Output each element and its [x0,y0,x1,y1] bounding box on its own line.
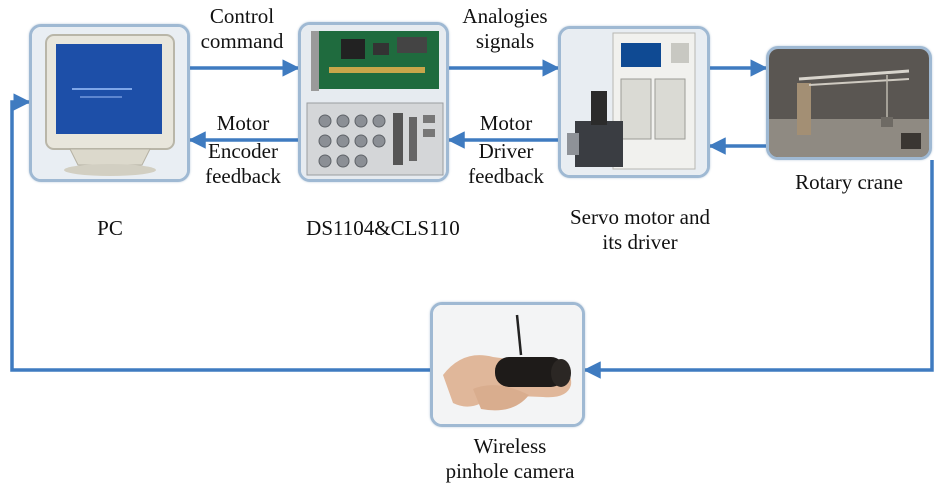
camera-label-line2: pinhole camera [445,459,575,483]
camera-label-line1: Wireless [473,434,547,458]
motor-driver-line1: Motor [479,111,533,135]
motor-encoder-line2: Encoder [208,139,278,163]
servo-motor-label: Servo motor and its driver [540,205,740,255]
control-command-line1: Control [209,4,275,28]
motor-driver-line3: feedback [468,164,544,188]
control-command-label: Control command [186,4,298,54]
motor-driver-feedback-label: Motor Driver feedback [452,111,560,189]
motor-driver-line2: Driver [478,139,534,163]
pc-block [29,24,190,182]
analogies-signals-label: Analogies signals [445,4,565,54]
ds1104-cls110-block [298,22,449,182]
analogies-signals-line2: signals [475,29,535,53]
servo-motor-label-line1: Servo motor and [570,205,710,229]
camera-label: Wireless pinhole camera [420,434,600,484]
servo-driver-icon [561,29,707,175]
analogies-signals-line1: Analogies [462,4,548,28]
ds1104-cls110-label: DS1104&CLS110 [306,216,460,240]
controller-board-icon [301,25,446,179]
pinhole-camera-photo [433,305,582,424]
rotary-crane-label: Rotary crane [795,170,903,194]
arrow-camera-to-pc [10,93,430,372]
arrow-crane-to-camera [583,160,934,379]
motor-encoder-line1: Motor [216,111,270,135]
pc-label: PC [97,216,123,240]
computer-monitor-icon [32,27,187,179]
servo-motor-label-line2: its driver [602,230,678,254]
servo-motor-block [558,26,710,178]
motor-encoder-feedback-label: Motor Encoder feedback [190,111,296,189]
rotary-crane-block [766,46,932,160]
camera-block [430,302,585,427]
control-command-line2: command [200,29,284,53]
rotary-crane-photo [769,49,929,157]
motor-encoder-line3: feedback [205,164,281,188]
